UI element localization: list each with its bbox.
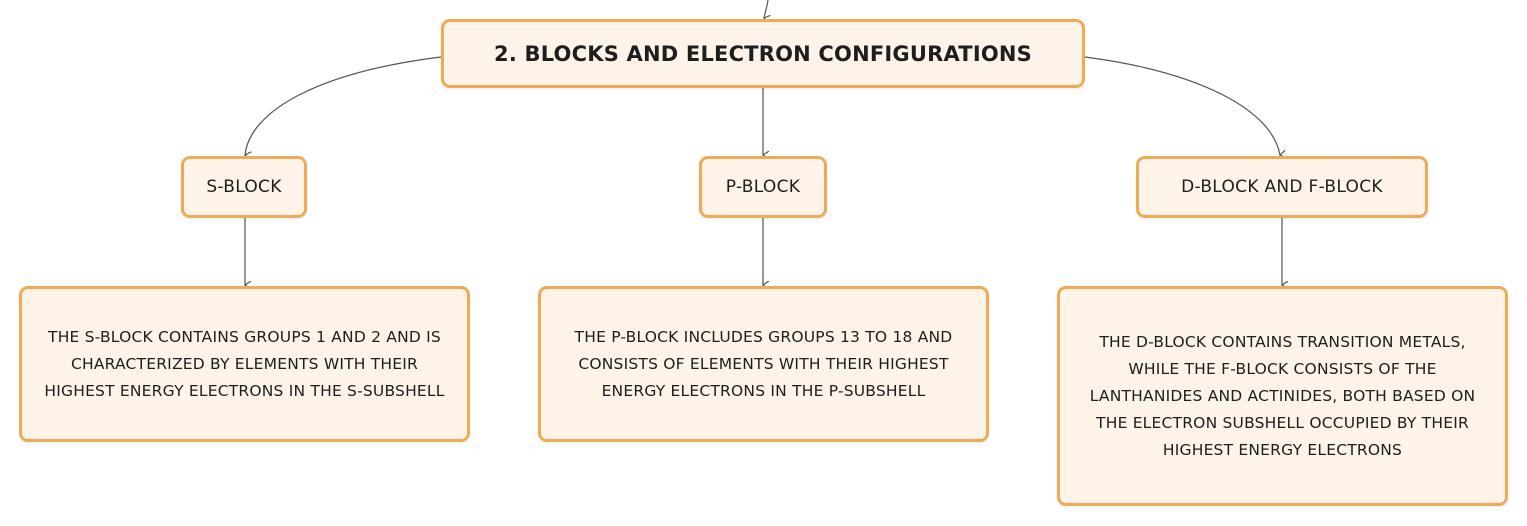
d-block-description[interactable]: THE D-BLOCK CONTAINS TRANSITION METALS, … [1057,286,1508,506]
p-block-description[interactable]: THE P-BLOCK INCLUDES GROUPS 13 TO 18 AND… [538,286,989,442]
p-block-label: P-BLOCK [725,177,801,197]
d-block-topic[interactable]: D-BLOCK AND F-BLOCK [1136,156,1428,218]
p-block-description-text: THE P-BLOCK INCLUDES GROUPS 13 TO 18 AND… [574,327,953,400]
p-block-topic[interactable]: P-BLOCK [699,156,827,218]
connector-root-to-s-block [245,56,442,155]
d-block-description-text: THE D-BLOCK CONTAINS TRANSITION METALS, … [1089,332,1476,459]
s-block-description[interactable]: THE S-BLOCK CONTAINS GROUPS 1 AND 2 AND … [19,286,470,442]
connector-root-to-d-block [1084,56,1280,155]
connector-from-parent [764,0,768,18]
s-block-description-text: THE S-BLOCK CONTAINS GROUPS 1 AND 2 AND … [44,327,445,400]
root-topic-title: 2. BLOCKS AND ELECTRON CONFIGURATIONS [494,41,1032,66]
s-block-label: S-BLOCK [206,177,282,197]
d-block-label: D-BLOCK AND F-BLOCK [1181,177,1383,197]
root-topic[interactable]: 2. BLOCKS AND ELECTRON CONFIGURATIONS [441,19,1085,88]
s-block-topic[interactable]: S-BLOCK [181,156,307,218]
